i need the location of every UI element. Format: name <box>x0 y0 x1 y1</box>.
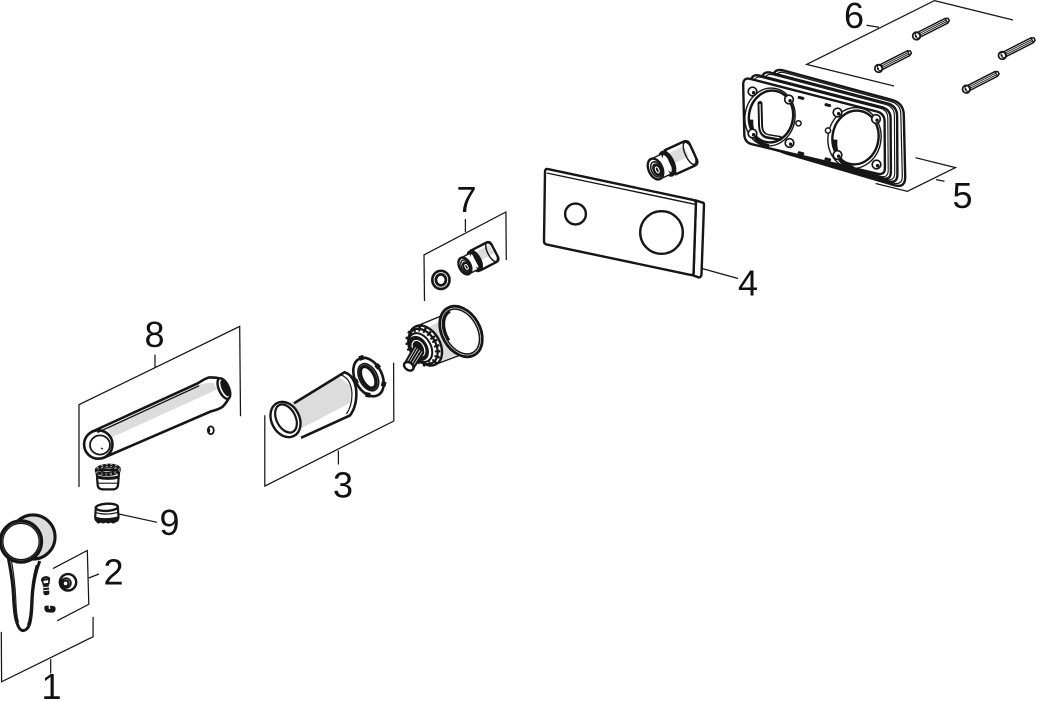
svg-text:8: 8 <box>144 314 164 355</box>
svg-text:3: 3 <box>333 464 353 505</box>
svg-text:4: 4 <box>738 263 758 304</box>
svg-text:1: 1 <box>41 666 61 701</box>
svg-text:5: 5 <box>952 175 972 216</box>
svg-text:2: 2 <box>103 552 123 593</box>
svg-text:6: 6 <box>844 0 864 36</box>
svg-text:7: 7 <box>456 179 476 220</box>
svg-text:9: 9 <box>159 502 179 543</box>
